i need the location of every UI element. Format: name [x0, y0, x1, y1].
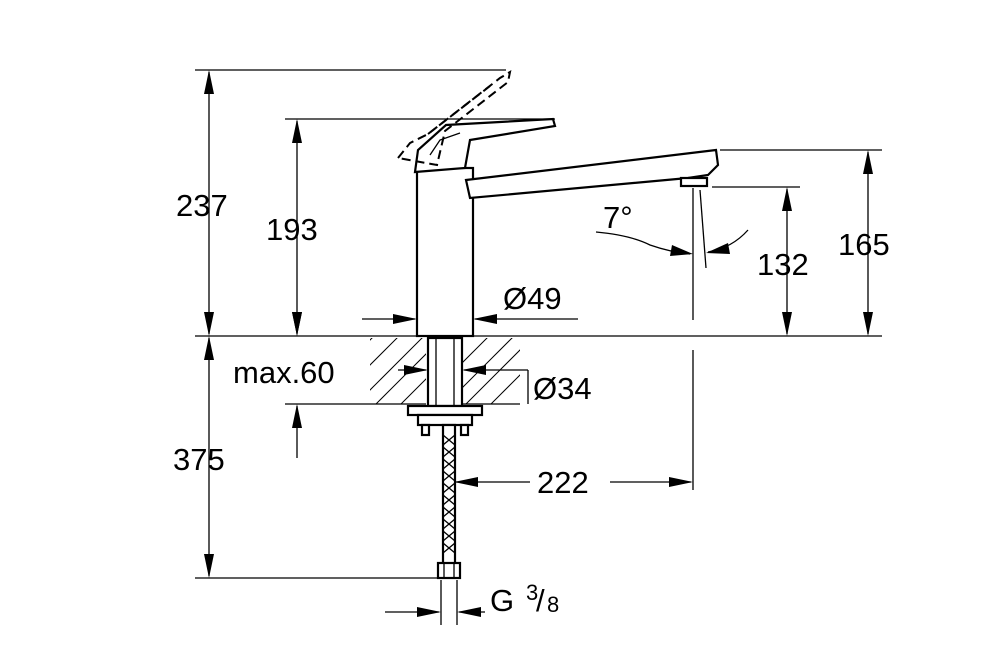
label-thread-slash: / — [536, 583, 545, 618]
label-below-counter: 375 — [173, 442, 225, 477]
faucet-body — [415, 166, 475, 338]
label-connection-thread: G — [490, 583, 514, 618]
label-outlet-height: 132 — [757, 247, 809, 282]
label-total-height: 237 — [176, 188, 228, 223]
supply-hose — [436, 423, 462, 580]
aerator — [679, 176, 709, 188]
label-counter-thickness: max.60 — [233, 355, 335, 390]
dimension-below-counter — [204, 336, 214, 578]
label-hole-diameter: Ø34 — [533, 371, 592, 406]
label-thread-numerator: 3 — [526, 580, 538, 605]
label-thread-denominator: 8 — [547, 592, 559, 617]
fixing-nut — [416, 413, 474, 427]
mounting-shank — [426, 336, 464, 408]
dimension-spout-height — [863, 150, 873, 336]
dimension-hole-diameter — [398, 365, 529, 404]
lever-closed — [413, 117, 557, 174]
label-spout-height: 165 — [838, 227, 890, 262]
dimension-total-height — [204, 70, 214, 336]
lever-open-position — [396, 69, 512, 167]
label-swivel-angle: 7° — [603, 200, 633, 235]
fixing-plate — [406, 404, 484, 417]
dimension-body-diameter — [362, 314, 578, 324]
dimension-swivel-angle — [595, 229, 749, 256]
label-spout-reach: 222 — [537, 465, 589, 500]
dimension-outlet-height — [782, 187, 792, 336]
label-faucet-height: 193 — [266, 212, 318, 247]
dimension-counter-thickness — [292, 312, 302, 458]
spout — [464, 148, 720, 200]
dimension-spout-reach — [454, 477, 693, 487]
label-body-diameter: Ø49 — [503, 281, 562, 316]
dimension-connection-thread — [385, 580, 485, 625]
